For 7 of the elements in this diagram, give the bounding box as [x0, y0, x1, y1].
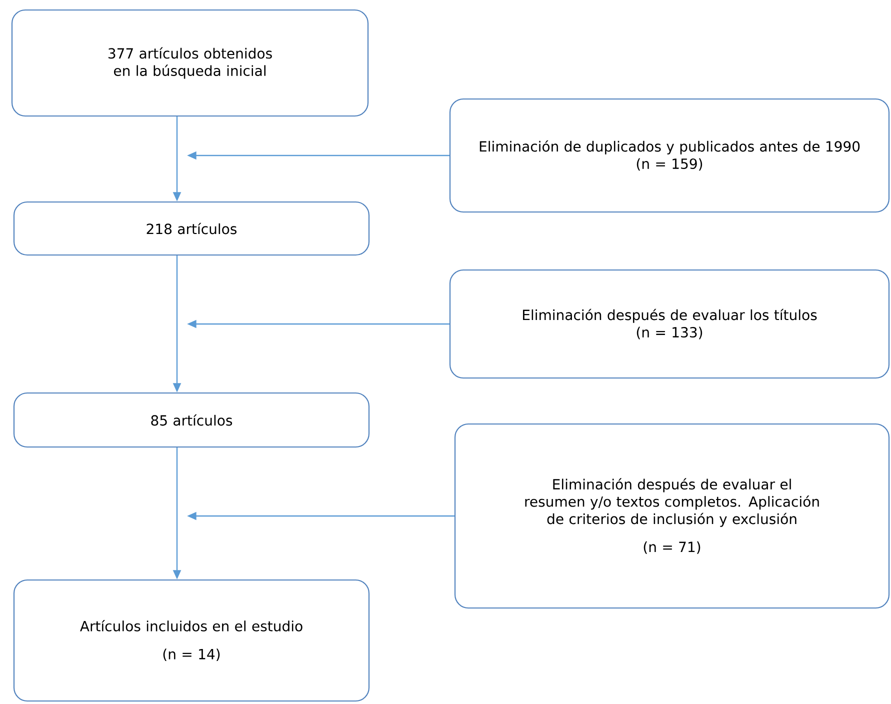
- process-box: Artículos incluidos en el estudio (n = 14): [13, 579, 370, 702]
- process-box: Eliminación de duplicados y publicados antes de 1990 (n = 159): [449, 98, 890, 213]
- process-box: 85 artículos: [13, 392, 370, 448]
- process-box: Eliminación después de evaluar el resumen y/o textos completos. Aplicación de criterios de inclusión y exclusión (n = 71): [454, 423, 890, 609]
- process-box: 377 artículos obtenidos en la búsqueda inicial: [11, 9, 369, 117]
- process-box: Eliminación después de evaluar los títulos (n = 133): [449, 269, 890, 379]
- process-box: 218 artículos: [13, 201, 370, 256]
